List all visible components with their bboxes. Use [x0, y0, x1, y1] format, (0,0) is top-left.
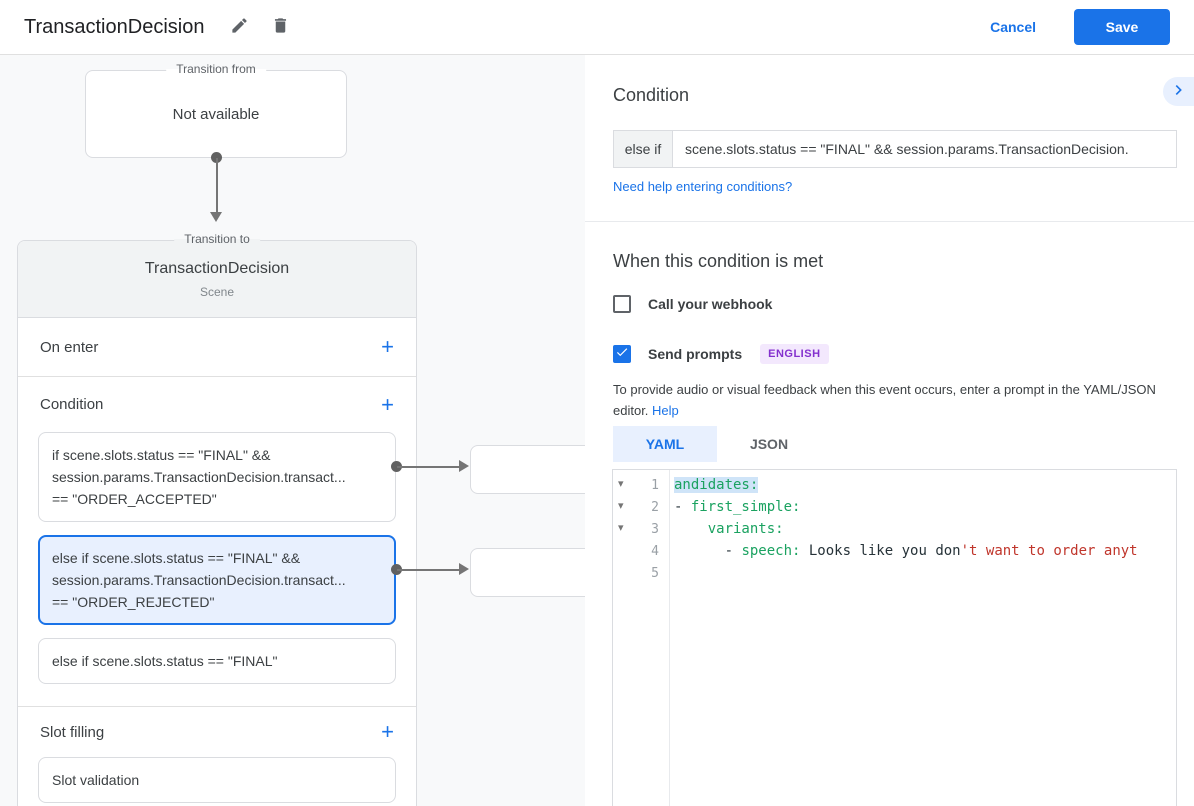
connector-line [215, 158, 218, 212]
condition-section-label: Condition [40, 396, 104, 413]
slot-card-label: Slot validation [52, 772, 140, 788]
transition-to-legend: Transition to [174, 232, 260, 246]
code-token: - [674, 499, 691, 515]
yaml-code-editor[interactable]: ▾ 1 ▾ 2 ▾ 3 4 5 andidates: - first_simple: … [612, 469, 1177, 806]
transition-target-box[interactable] [470, 445, 585, 494]
code-line: - first_simple: [674, 496, 1176, 518]
condition-section: Condition + if scene.slots.status == "FI… [18, 377, 416, 707]
transition-from-legend: Transition from [166, 62, 266, 76]
code-line: - speech: Looks like you don't want to o… [674, 540, 1176, 562]
condition-expression-row: else if [613, 130, 1177, 168]
condition-line: if scene.slots.status == "FINAL" && [52, 447, 271, 463]
panel-title: Condition [613, 85, 690, 105]
condition-line: == "ORDER_REJECTED" [52, 594, 215, 610]
fold-icon[interactable]: ▾ [618, 478, 624, 490]
arrow-right-icon [459, 563, 469, 575]
code-token: variants: [707, 521, 784, 537]
on-enter-label: On enter [40, 338, 99, 356]
transition-from-box: Transition from Not available [85, 62, 347, 158]
call-webhook-checkbox[interactable] [613, 295, 631, 313]
editor-code-area[interactable]: andidates: - first_simple: variants: - s… [670, 470, 1176, 806]
condition-line: == "ORDER_ACCEPTED" [52, 491, 217, 507]
condition-detail-panel: Condition else if Need help entering con… [585, 55, 1194, 806]
connector-dot [211, 152, 222, 163]
send-prompts-checkbox[interactable] [613, 345, 631, 363]
condition-line: else if scene.slots.status == "FINAL" && [52, 550, 301, 566]
code-token: first_simple: [690, 499, 801, 515]
slot-filling-section: Slot filling + Slot validation [18, 707, 416, 806]
checkmark-icon [615, 345, 629, 364]
code-token: speech: [741, 543, 801, 559]
slot-filling-label: Slot filling [40, 723, 105, 741]
line-number: 5 [651, 565, 659, 581]
scene-card-header: TransactionDecision Scene [18, 241, 416, 318]
panel-divider [585, 221, 1194, 222]
code-token [674, 521, 708, 537]
top-bar: TransactionDecision Cancel Save [0, 0, 1194, 55]
condition-card-accepted[interactable]: if scene.slots.status == "FINAL" && sess… [38, 432, 396, 522]
line-number: 4 [651, 543, 659, 559]
delete-scene-button[interactable] [267, 12, 294, 42]
fold-icon[interactable]: ▾ [618, 522, 624, 534]
code-line: variants: [674, 518, 1176, 540]
add-on-enter-button[interactable]: + [381, 334, 394, 359]
condition-help-link[interactable]: Need help entering conditions? [613, 179, 793, 194]
cancel-button[interactable]: Cancel [990, 19, 1036, 35]
code-token: 't want to order anyt [960, 543, 1138, 559]
line-number: 1 [651, 477, 659, 493]
chevron-right-icon [1169, 80, 1189, 103]
scene-name: TransactionDecision [144, 259, 290, 277]
arrow-right-icon [459, 460, 469, 472]
send-prompts-label: Send prompts [648, 346, 743, 362]
scene-diagram-canvas: Transition from Not available Transition… [0, 55, 585, 806]
condition-line: session.params.TransactionDecision.trans… [52, 572, 346, 588]
on-enter-section: On enter + [18, 318, 416, 377]
transition-target-box[interactable] [470, 548, 585, 597]
help-link[interactable]: Help [652, 403, 679, 418]
edit-title-button[interactable] [226, 12, 253, 42]
call-webhook-label: Call your webhook [648, 296, 773, 312]
code-token: - [674, 543, 742, 559]
page-title: TransactionDecision [24, 15, 205, 38]
tab-json[interactable]: JSON [749, 436, 789, 452]
condition-expression-input[interactable] [673, 130, 1177, 168]
code-token: Looks like you don [800, 543, 961, 559]
webhook-row: Call your webhook [613, 295, 772, 313]
code-line [674, 562, 1176, 584]
arrow-down-icon [210, 212, 222, 222]
add-condition-button[interactable]: + [381, 391, 394, 417]
connector-dot [391, 461, 402, 472]
trash-icon [271, 16, 290, 38]
when-met-title: When this condition is met [613, 251, 824, 271]
prompt-description: To provide audio or visual feedback when… [613, 379, 1173, 421]
pencil-icon [230, 16, 249, 38]
connector-line [397, 466, 459, 468]
code-token: andidates: [674, 477, 759, 493]
save-button[interactable]: Save [1074, 9, 1170, 45]
editor-format-tabs: YAML JSON [613, 426, 821, 462]
transition-from-value: Not available [172, 105, 260, 123]
else-if-label: else if [613, 130, 673, 168]
collapse-panel-button[interactable] [1163, 77, 1194, 106]
tab-yaml[interactable]: YAML [613, 426, 717, 462]
condition-card-rejected-selected[interactable]: else if scene.slots.status == "FINAL" &&… [38, 535, 396, 625]
add-slot-button[interactable]: + [381, 719, 394, 744]
condition-card-final[interactable]: else if scene.slots.status == "FINAL" [38, 638, 396, 684]
code-line: andidates: [674, 474, 1176, 496]
connector-line [397, 569, 459, 571]
line-number: 3 [651, 521, 659, 537]
scene-type-label: Scene [199, 284, 235, 299]
condition-line: session.params.TransactionDecision.trans… [52, 469, 346, 485]
editor-gutter: ▾ 1 ▾ 2 ▾ 3 4 5 [613, 470, 670, 806]
line-number: 2 [651, 499, 659, 515]
send-prompts-row: Send prompts ENGLISH [613, 344, 829, 364]
condition-line: else if scene.slots.status == "FINAL" [52, 653, 278, 669]
fold-icon[interactable]: ▾ [618, 500, 624, 512]
language-badge: ENGLISH [760, 344, 829, 364]
connector-dot [391, 564, 402, 575]
prompt-description-text: To provide audio or visual feedback when… [613, 382, 1156, 418]
transition-to-box: Transition to TransactionDecision Scene … [17, 232, 417, 806]
slot-validation-card[interactable]: Slot validation [38, 757, 396, 803]
